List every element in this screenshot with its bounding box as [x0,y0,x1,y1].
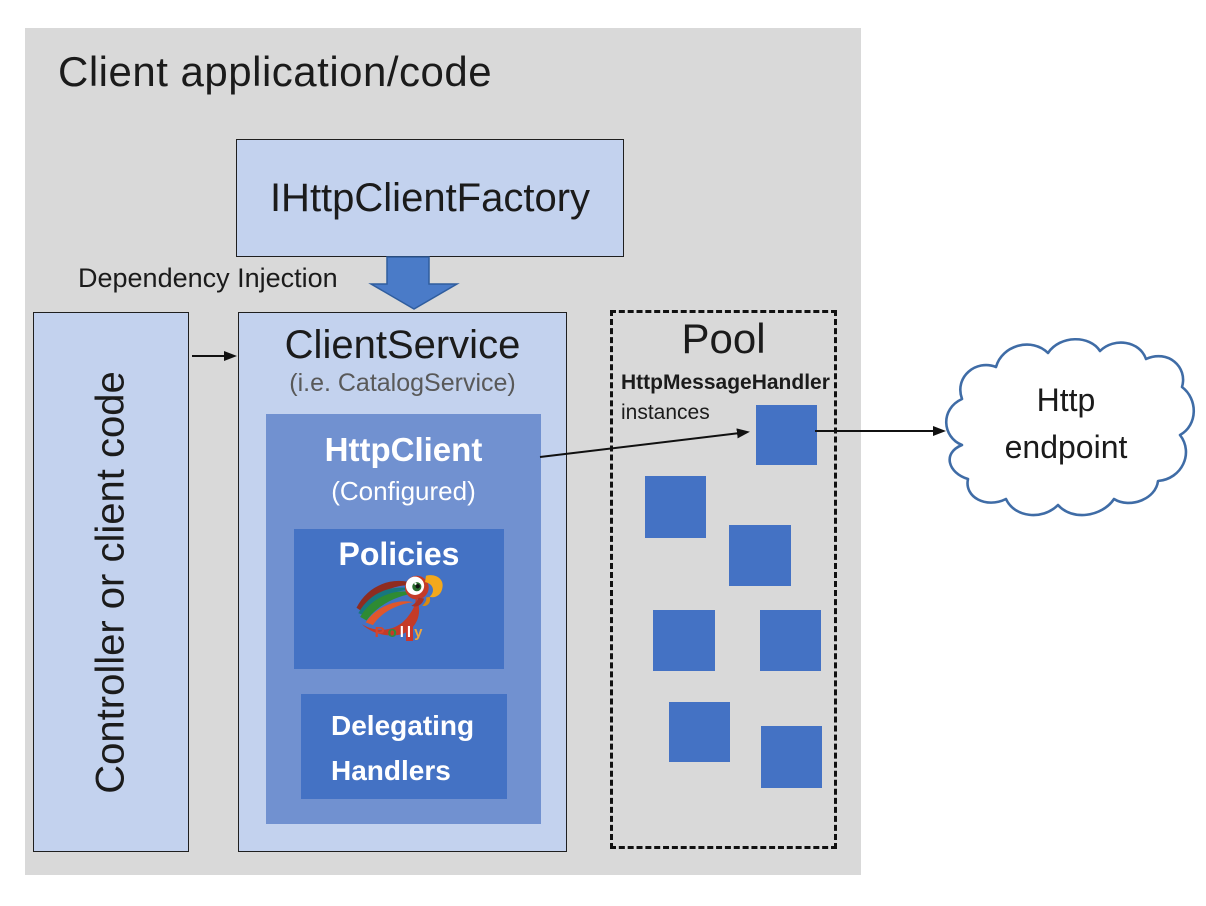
polly-letter-2: o [387,624,398,641]
parrot-beak-hook [422,596,431,607]
pool-title: Pool [681,315,766,362]
controller-box: Controller or client code [33,312,189,852]
dependency-injection-label: Dependency Injection [78,263,338,293]
delegating-handlers-label: Delegating Handlers [331,710,475,786]
httpclient-box: HttpClient (Configured) Policies [266,414,541,824]
pool-instances-label: instances [621,401,710,424]
handler-instance-square-6 [669,702,730,762]
handler-instance-square-4 [653,610,715,671]
delegating-handlers-box: Delegating Handlers [301,694,507,799]
ihttpclientfactory-box: IHttpClientFactory [236,139,624,257]
polly-parrot-svg [356,575,443,636]
pool-type-label: HttpMessageHandler [621,371,830,394]
handler-instance-square-2 [645,476,706,538]
cloud-shape [945,338,1195,517]
handler-instance-square-3 [729,525,791,586]
policies-box: Policies [294,529,504,669]
httpclient-title: HttpClient [324,431,483,468]
parrot-beak [425,575,443,598]
parrot-feather-green [360,591,417,621]
handler-instance-square-5 [760,610,821,671]
controller-label: Controller or client code [88,370,133,794]
polly-letter-3: l [399,624,405,641]
parrot-chin [411,597,425,607]
ihttpclientfactory-label: IHttpClientFactory [269,175,591,220]
client-application-title: Client application/code [58,48,493,95]
httpclient-subtitle: (Configured) [331,476,476,506]
clientservice-title: ClientService [284,323,521,367]
endpoint-line2: endpoint [1004,428,1128,465]
parrot-body [361,594,420,636]
clientservice-box: ClientService (i.e. CatalogService) Http… [238,312,567,852]
handler-instance-square-1 [756,405,817,465]
cloud-outline [945,338,1195,517]
parrot-feather-orange [365,601,414,626]
policies-title: Policies [338,536,460,572]
polly-letter-5: y [414,624,424,641]
clientservice-subtitle: (i.e. CatalogService) [289,369,516,397]
pool-box: Pool HttpMessageHandler instances [610,310,837,849]
endpoint-line1: Http [1036,382,1096,419]
polly-letter-1: P [374,624,386,641]
polly-letter-4: l [405,624,414,641]
handler-instance-square-7 [761,726,822,788]
parrot-pupil [415,584,420,589]
http-endpoint-label: Http endpoint [930,333,1202,528]
http-endpoint-cloud: Http endpoint [930,333,1202,528]
parrot-eye-glint [414,582,417,585]
